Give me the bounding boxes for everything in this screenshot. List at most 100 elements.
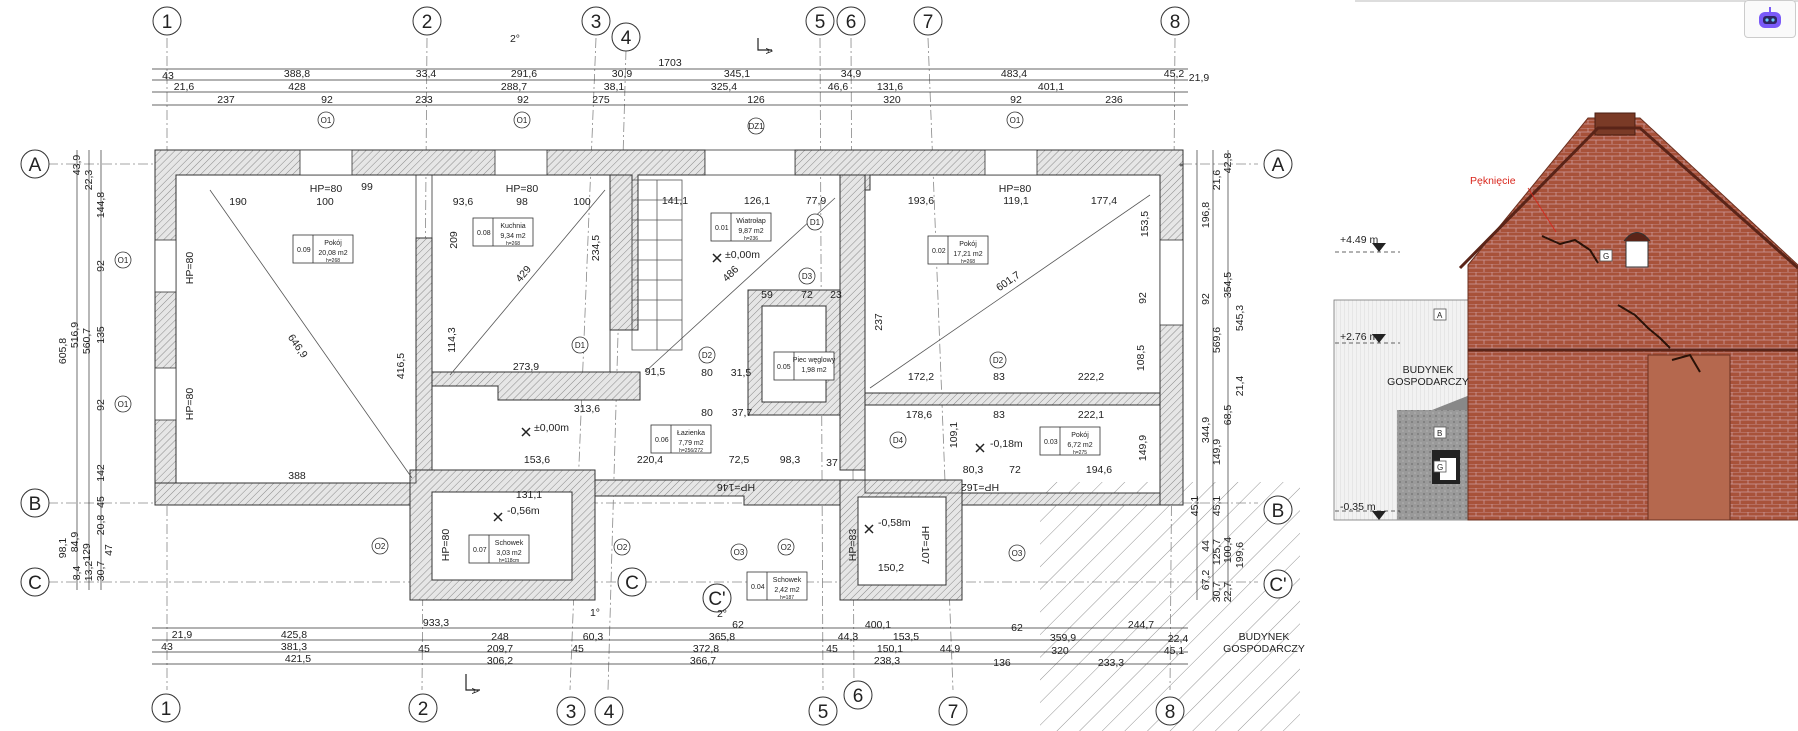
right-dim-11: 45,1 xyxy=(1189,496,1201,517)
svg-text:D1: D1 xyxy=(575,341,586,350)
left-dim-5: 92 xyxy=(95,399,107,411)
room-number: 0.01 xyxy=(715,225,729,232)
elevation-level-bottom: -0.35 m xyxy=(1340,501,1376,513)
room-number: 0.09 xyxy=(297,247,311,254)
room-name: Wiatrołap xyxy=(736,218,766,225)
svg-text:77,9: 77,9 xyxy=(806,195,827,207)
grid-label-top-2: 2 xyxy=(422,12,433,33)
room-0-09: 0.09 Pokój 20,08 m2 h=268 xyxy=(297,240,348,264)
top-dim-r3-3: 92 xyxy=(517,94,529,106)
right-dim-3: 92 xyxy=(1200,293,1212,305)
svg-text:190: 190 xyxy=(229,196,247,208)
staircase xyxy=(631,179,683,351)
right-dim-10: 344,9 xyxy=(1200,417,1212,443)
elevation-tag-B: B xyxy=(1437,429,1442,438)
svg-text:O1: O1 xyxy=(118,400,129,409)
grid-label-left-A: A xyxy=(29,155,42,176)
top-dim-r2-2: 288,7 xyxy=(501,81,527,93)
left-dim-10: 560,7 xyxy=(81,328,93,354)
top-dim-r3-0: 237 xyxy=(217,94,235,106)
top-dimension-texts: 1703 2° 43 388,8 33,4 291,6 30,9 345,1 3… xyxy=(162,33,1209,106)
grid-label-bottom-5: 5 xyxy=(818,702,829,723)
left-dim-2: 144,8 xyxy=(95,192,107,218)
grid-label-bottom-3: 3 xyxy=(566,702,577,723)
svg-text:O1: O1 xyxy=(517,116,528,125)
bottom-dim-r1-1: 62 xyxy=(732,619,744,631)
svg-text:153,5: 153,5 xyxy=(1139,211,1151,237)
bottom-dim-r2-0: 21,9 xyxy=(172,629,193,641)
room-name: Piec węglowy xyxy=(793,357,836,364)
svg-text:93,6: 93,6 xyxy=(453,196,474,208)
bottom-angle-2: 2° xyxy=(717,608,727,620)
svg-text:37: 37 xyxy=(826,457,838,469)
right-dim-9: 149,9 xyxy=(1211,439,1223,465)
room-height: h=118cm xyxy=(499,558,519,564)
assistant-robot-button[interactable] xyxy=(1744,0,1796,38)
svg-text:O2: O2 xyxy=(617,543,628,552)
left-dim-0: 43,9 xyxy=(71,155,83,176)
right-dim-16: 199,6 xyxy=(1234,542,1246,568)
right-dim-15: 125,7 xyxy=(1211,539,1223,565)
room-0-08: 0.08 Kuchnia 9,34 m2 h=268 xyxy=(477,223,526,247)
top-dim-r2-4: 325,4 xyxy=(711,81,737,93)
room-label-boxes xyxy=(292,212,1101,601)
room-area: 9,34 m2 xyxy=(500,233,525,240)
bottom-dim-r4-3: 238,3 xyxy=(874,655,900,667)
hp-labels: HP=80 HP=80 HP=80 HP=80 HP=80 HP=146 HP=… xyxy=(184,183,1031,564)
bottom-dim-r2-9: 22,4 xyxy=(1168,633,1189,645)
svg-text:23: 23 xyxy=(830,289,842,301)
grid-label-bottom-6: 6 xyxy=(853,686,864,707)
crack-label: Pęknięcie xyxy=(1470,175,1516,187)
bottom-dim-r3-1: 381,3 xyxy=(281,641,307,653)
svg-text:72: 72 xyxy=(1009,464,1021,476)
bottom-dim-r3-6: 45 xyxy=(826,643,838,655)
room-height: h=275 xyxy=(1073,450,1087,456)
left-dim-7: 45 xyxy=(95,496,107,508)
bottom-dim-r3-5: 372,8 xyxy=(693,643,719,655)
top-dim-r3-5: 126 xyxy=(747,94,765,106)
bottom-dim-r2-1: 425,8 xyxy=(281,629,307,641)
left-dim-lower-4: 13,2 xyxy=(83,561,95,582)
room-area: 3,03 m2 xyxy=(496,550,521,557)
grid-label-right-Cprime: C' xyxy=(1269,575,1286,596)
room-height: h=256/272 xyxy=(679,448,703,454)
bottom-dim-r3-7: 150,1 xyxy=(877,643,903,655)
svg-text:273,9: 273,9 xyxy=(513,361,539,373)
room-height: h=268 xyxy=(506,241,520,247)
svg-text:209: 209 xyxy=(448,231,460,249)
grid-label-bottom-2: 2 xyxy=(418,699,429,720)
svg-text:O3: O3 xyxy=(1012,549,1023,558)
left-dim-lower-2: 129 xyxy=(81,543,93,561)
grid-number-bubbles xyxy=(20,6,1293,726)
svg-text:80: 80 xyxy=(701,407,713,419)
right-dim-2: 196,8 xyxy=(1200,202,1212,228)
walls xyxy=(154,149,1184,601)
left-dim-3: 92 xyxy=(95,260,107,272)
room-0-07: 0.07 Schowek 3,03 m2 h=118cm xyxy=(473,540,524,564)
room-number: 0.06 xyxy=(655,437,669,444)
svg-text:D1: D1 xyxy=(810,218,821,227)
bottom-dim-r3-8: 44,9 xyxy=(940,643,961,655)
svg-text:A: A xyxy=(764,48,774,54)
top-dim-r3-1: 92 xyxy=(321,94,333,106)
svg-text:222,2: 222,2 xyxy=(1078,371,1104,383)
room-area: 6,72 m2 xyxy=(1067,442,1092,449)
room-height: h=187 xyxy=(780,595,794,601)
grid-label-top-6: 6 xyxy=(846,12,857,33)
elevation-tag-A: A xyxy=(1437,311,1443,320)
bottom-dim-r2-2: 248 xyxy=(491,631,509,643)
grid-number-labels: 1 2 3 4 5 6 7 8 1 2 3 4 5 6 7 8 A B C A … xyxy=(28,12,1287,723)
opening-tags: O1 O1 O1 O1 O1 DZ1 D1 D1 D2 D2 D3 D4 O2 … xyxy=(114,111,1183,562)
room-area: 20,08 m2 xyxy=(318,250,347,257)
svg-text:108,5: 108,5 xyxy=(1135,345,1147,371)
svg-text:177,4: 177,4 xyxy=(1091,195,1117,207)
inner-dimensions: 190 100 99 93,6 98 100 141,1 126,1 77,9 … xyxy=(229,181,1151,574)
left-dimension-lines xyxy=(76,150,102,590)
bottom-dim-r3-4: 45 xyxy=(572,643,584,655)
grid-label-top-5: 5 xyxy=(815,12,826,33)
room-number: 0.02 xyxy=(932,248,946,255)
svg-text:220,4: 220,4 xyxy=(637,454,663,466)
level-text: ±0,00m xyxy=(534,422,569,434)
svg-text:109,1: 109,1 xyxy=(948,422,960,448)
level-text: -0,18m xyxy=(990,438,1023,450)
